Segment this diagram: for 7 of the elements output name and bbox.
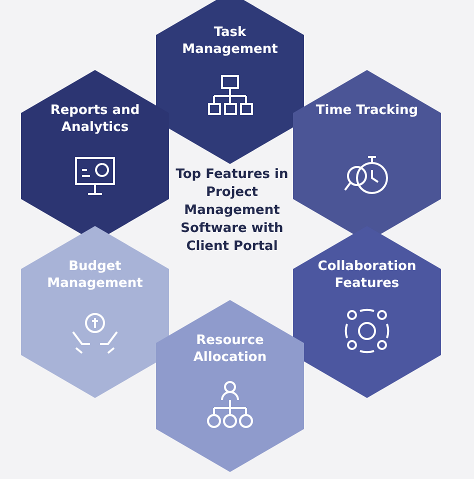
- feature-label: Budget Management: [46, 258, 144, 292]
- feature-label: Task Management: [181, 24, 279, 58]
- feature-label: Resource Allocation: [192, 332, 268, 366]
- feature-label: Collaboration Features: [316, 258, 418, 292]
- feature-label: Time Tracking: [314, 102, 420, 119]
- feature-label: Reports and Analytics: [49, 102, 141, 136]
- center-title: Top Features in Project Management Software with Client Portal: [174, 166, 290, 256]
